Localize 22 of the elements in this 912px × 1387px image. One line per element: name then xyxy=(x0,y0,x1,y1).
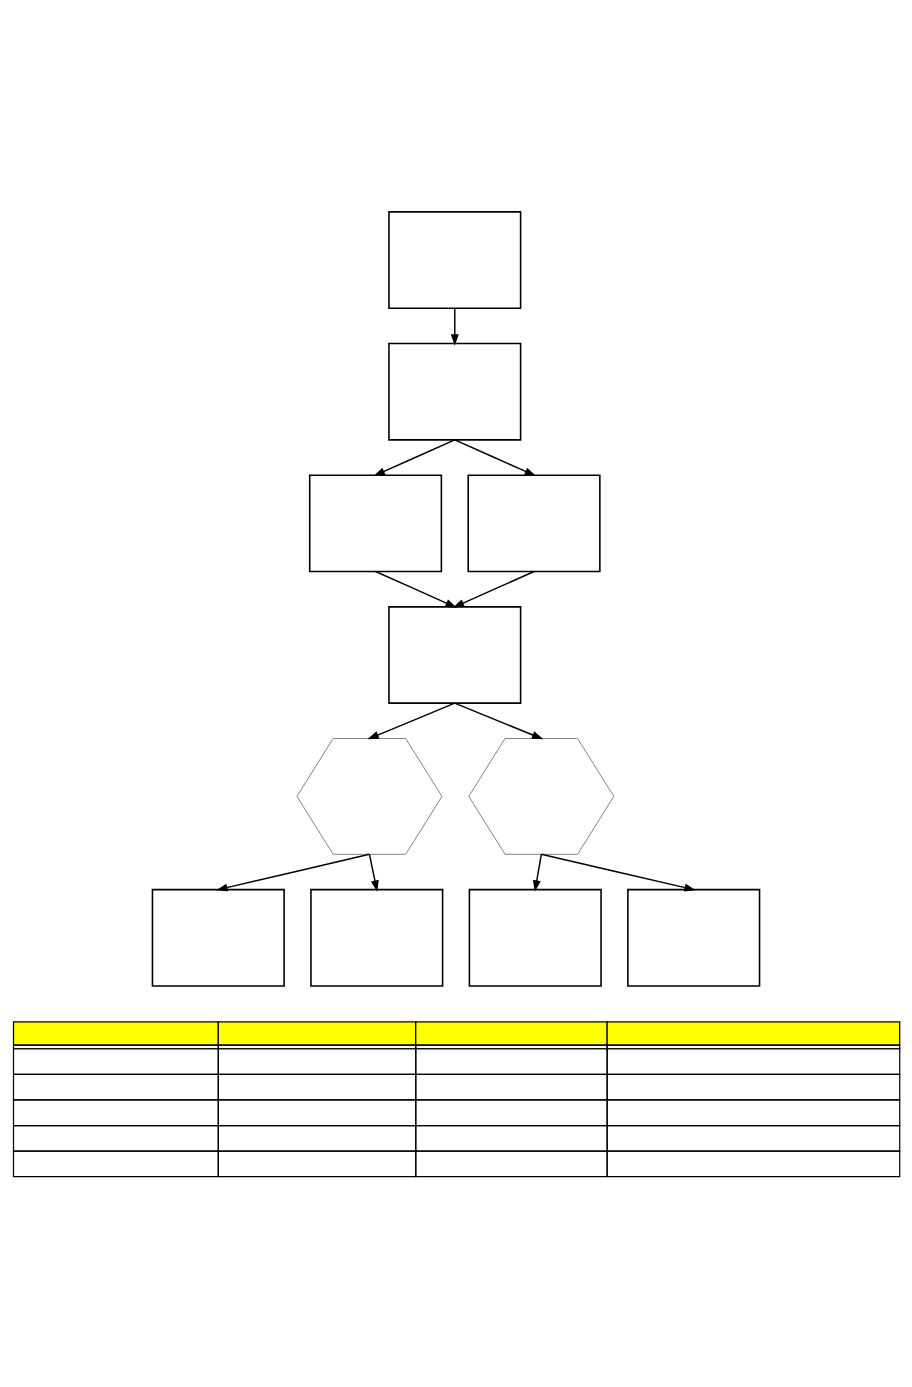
node-hexagon xyxy=(296,737,443,855)
node-box xyxy=(468,888,602,987)
arrow xyxy=(454,701,544,739)
node-box xyxy=(388,605,522,704)
arrow xyxy=(367,701,456,739)
arrow xyxy=(373,438,456,476)
node-box xyxy=(467,473,601,572)
arrow xyxy=(452,570,535,608)
node-box xyxy=(388,342,522,441)
node-hexagon xyxy=(468,737,615,855)
arrow xyxy=(532,853,543,892)
node-box xyxy=(627,888,761,987)
arrow xyxy=(450,306,459,346)
arrow xyxy=(540,853,696,891)
node-box xyxy=(151,888,285,987)
arrow xyxy=(216,853,371,891)
arrow xyxy=(454,438,537,476)
node-box xyxy=(388,210,522,309)
arrow xyxy=(374,570,457,608)
node-box xyxy=(308,473,443,572)
node-box xyxy=(310,888,444,987)
arrow xyxy=(368,853,379,892)
